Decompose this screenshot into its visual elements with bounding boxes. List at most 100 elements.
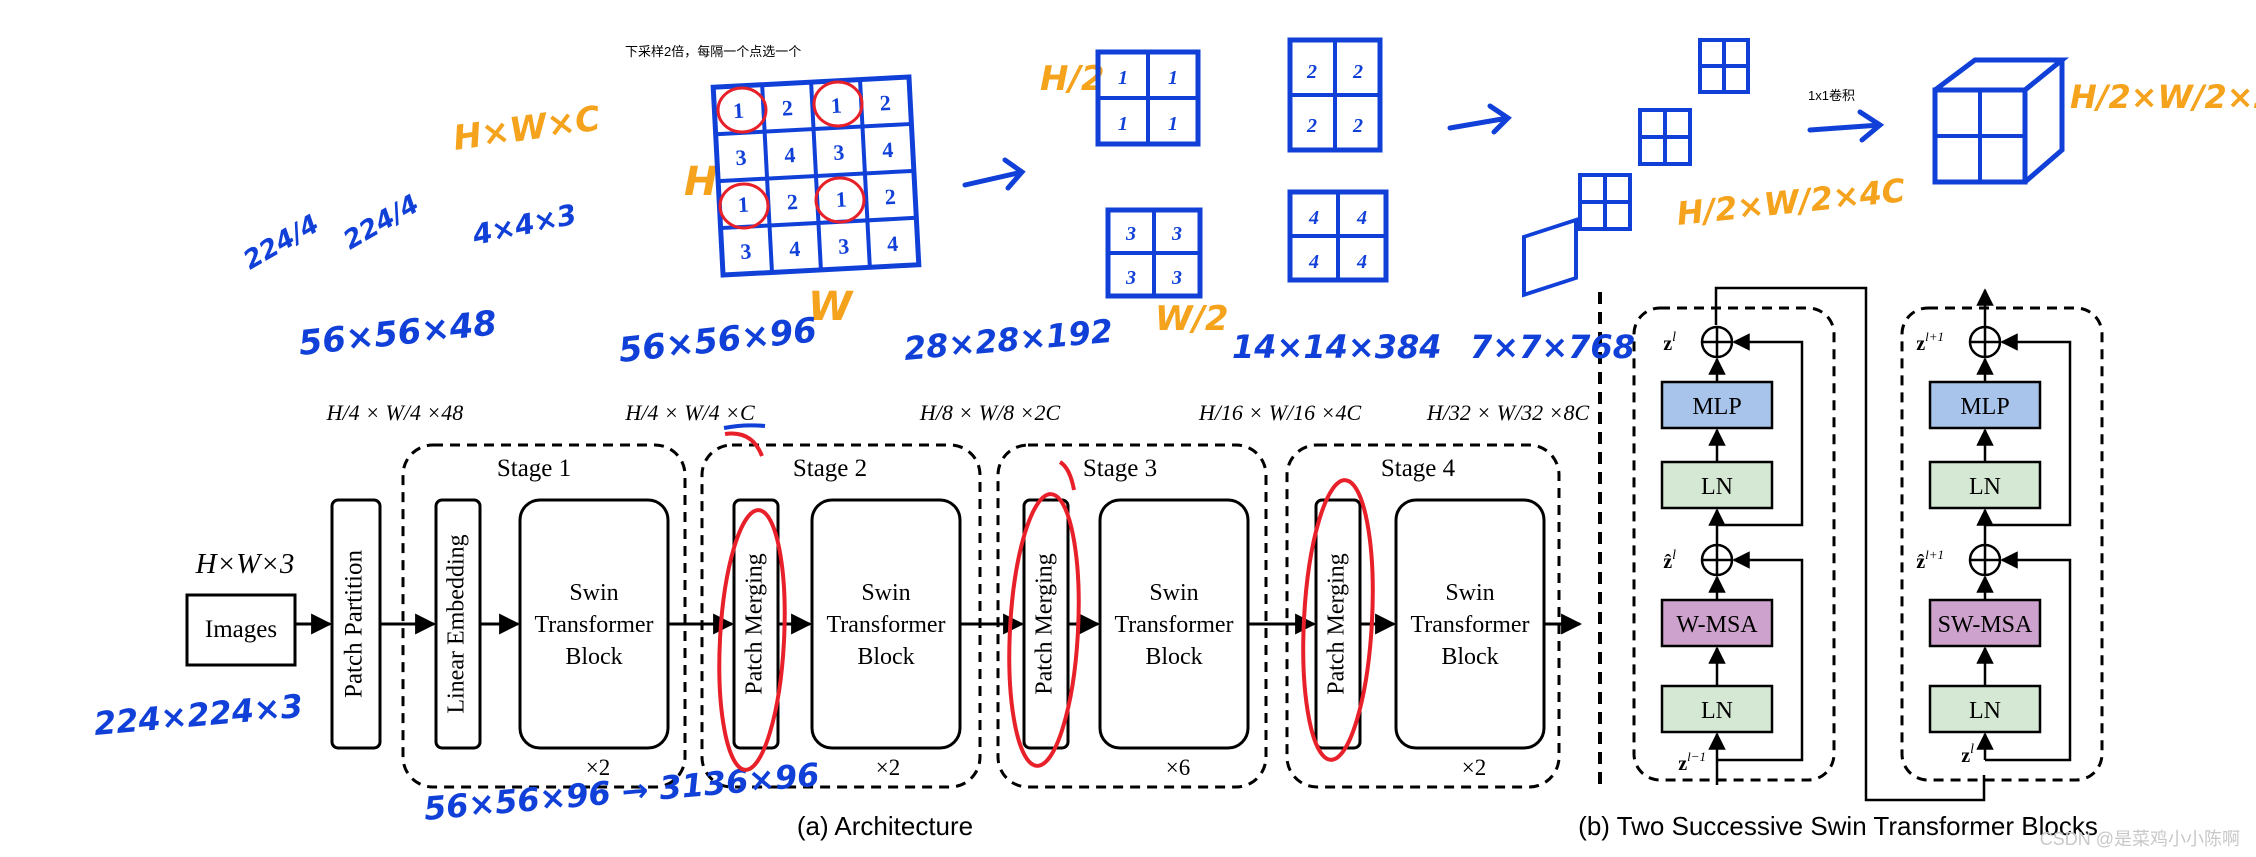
patch-grid-4x4: 1 2 1 2 3 4 3 4 1 2 1 2 3 4 3 4: [710, 74, 922, 278]
grid-cell: 3: [740, 239, 752, 265]
patch-partition-label: Patch Partition: [341, 550, 368, 698]
block-left: MLP LN W-MSA LN zl ẑl zl−1: [1660, 325, 1804, 785]
subgrid-cell: 1: [1118, 67, 1128, 89]
images-box: [185, 593, 297, 667]
final-dims: H/32 × W/32 ×8C: [1426, 400, 1590, 425]
right-ln-bottom-label: LN: [1969, 698, 2001, 724]
dims-56x56x48-label: 56×56×48: [297, 303, 499, 364]
stage-1-frame: [401, 443, 687, 789]
stage-1-dims: H/4 × W/4 ×48: [326, 400, 464, 425]
stage-4-dims: H/16 × W/16 ×4C: [1198, 400, 1362, 425]
patch-merging-label-stage-2: Patch Merging: [742, 553, 768, 695]
subgrid-cell: 3: [1171, 267, 1182, 289]
w-half-label: W/2: [1155, 299, 1229, 339]
patch-merging-label-stage-3: Patch Merging: [1032, 553, 1058, 695]
right-msa-label: SW-MSA: [1938, 612, 2033, 638]
block-right-frame: [1900, 306, 2104, 782]
subgrid-cell: 3: [1125, 267, 1136, 289]
block-left-frame: [1632, 306, 1836, 782]
grid-cell: 4: [789, 236, 801, 262]
right-bottom-z: zl: [1961, 742, 1974, 767]
stage-3-title: Stage 3: [1083, 455, 1157, 482]
subgrid-fours: 4 4 4 4: [1287, 189, 1389, 283]
stage-2-repeat: ×2: [876, 755, 900, 780]
subgrid-cell: 3: [1125, 223, 1136, 245]
dims-224-label: 224×224×3: [92, 687, 304, 743]
architecture-caption: (a) Architecture: [797, 811, 973, 841]
subgrid-cell: 1: [1118, 113, 1128, 135]
stage-3-repeat: ×6: [1166, 755, 1190, 780]
subgrid-cell: 2: [1306, 115, 1317, 137]
right-ln-top-box: [1928, 460, 2042, 510]
svg-text:Transformer: Transformer: [1410, 612, 1529, 638]
stage-4-title: Stage 4: [1381, 455, 1456, 482]
swin-block-stage-1: Swin Transformer Block: [518, 498, 670, 750]
grid-cell: 1: [830, 93, 842, 119]
left-mlp-label: MLP: [1692, 394, 1741, 420]
annotation-arrows: [962, 103, 1885, 191]
grid-cell: 3: [833, 140, 845, 166]
subgrid-threes: 3 3 3 3: [1105, 207, 1203, 299]
subgrid-cell: 2: [1306, 61, 1317, 83]
subgrid-cell: 4: [1356, 251, 1367, 273]
images-label: Images: [205, 616, 277, 643]
swin-blocks-panel: MLP LN W-MSA LN zl ẑl zl−1: [1578, 286, 2104, 841]
left-ln-bottom-label: LN: [1701, 698, 1733, 724]
subgrid-cell: 4: [1308, 251, 1319, 273]
subgrid-twos: 2 2 2 2: [1287, 37, 1383, 153]
dims-224-4b-label: 224/4: [339, 189, 425, 256]
swin-block-stage-4: Swin Transformer Block: [1394, 498, 1546, 750]
hwc-label: H×W×C: [451, 99, 603, 159]
dims-14-label: 14×14×384: [1232, 328, 1441, 366]
svg-text:Transformer: Transformer: [826, 612, 945, 638]
left-ln-bottom-box: [1660, 684, 1774, 734]
grid-cell: 1: [835, 186, 847, 212]
dims-28-label: 28×28×192: [902, 312, 1114, 368]
svg-text:Swin: Swin: [861, 580, 910, 606]
left-msa-label: W-MSA: [1676, 612, 1758, 638]
w-label: W: [808, 284, 854, 330]
final-half-label: H/2×W/2×2C: [2070, 78, 2256, 116]
stage-4-repeat: ×2: [1462, 755, 1486, 780]
grid-cell: 2: [879, 90, 891, 116]
subgrid-cell: 2: [1352, 61, 1363, 83]
architecture-panel: H×W×3 Images Patch Partition Stage 1 Sta…: [185, 400, 1590, 841]
stage-2-dims: H/4 × W/4 ×C: [624, 400, 755, 425]
watermark: CSDN @是菜鸡小小陈啊: [2040, 829, 2240, 849]
note-conv: 1x1卷积: [1808, 88, 1855, 103]
h-half-label: H/2: [1040, 59, 1105, 99]
stage-1-title: Stage 1: [497, 455, 571, 482]
subgrid-ones: 1 1 1 1: [1095, 49, 1201, 147]
stage-3-dims: H/8 × W/8 ×2C: [919, 400, 1061, 425]
right-ln-top-label: LN: [1969, 474, 2001, 500]
subgrid-cell: 1: [1168, 113, 1178, 135]
dims-4x4x3-label: 4×4×3: [469, 198, 580, 252]
subgrid-cell: 2: [1352, 115, 1363, 137]
right-mid-z: ẑl+1: [1916, 547, 1944, 573]
subgrid-cell: 1: [1168, 67, 1178, 89]
svg-text:Transformer: Transformer: [534, 612, 653, 638]
svg-text:Swin: Swin: [569, 580, 618, 606]
left-ln-top-label: LN: [1701, 474, 1733, 500]
right-mlp-label: MLP: [1960, 394, 2009, 420]
grid-cell: 4: [784, 142, 796, 168]
grid-cell: 3: [838, 233, 850, 259]
svg-text:Block: Block: [857, 644, 914, 670]
stage-2-frame: [700, 443, 982, 789]
merged-dims-label: H/2×W/2×4C: [1675, 171, 1908, 233]
dims-7-label: 7×7×768: [1470, 328, 1635, 366]
input-dims-label: H×W×3: [195, 548, 295, 580]
grid-cell: 4: [886, 231, 898, 257]
subgrid-cell: 4: [1308, 207, 1319, 229]
linear-embedding-label: Linear Embedding: [444, 534, 470, 713]
grid-cell: 2: [781, 95, 793, 121]
svg-text:Block: Block: [1441, 644, 1498, 670]
swin-block-stage-2: Swin Transformer Block: [810, 498, 962, 750]
svg-text:Swin: Swin: [1445, 580, 1494, 606]
svg-text:Swin: Swin: [1149, 580, 1198, 606]
grid-cell: 4: [882, 137, 894, 163]
dims-56x56x96-label: 56×56×96: [617, 310, 819, 371]
left-ln-top-box: [1660, 460, 1774, 510]
h-label: H: [684, 159, 717, 205]
